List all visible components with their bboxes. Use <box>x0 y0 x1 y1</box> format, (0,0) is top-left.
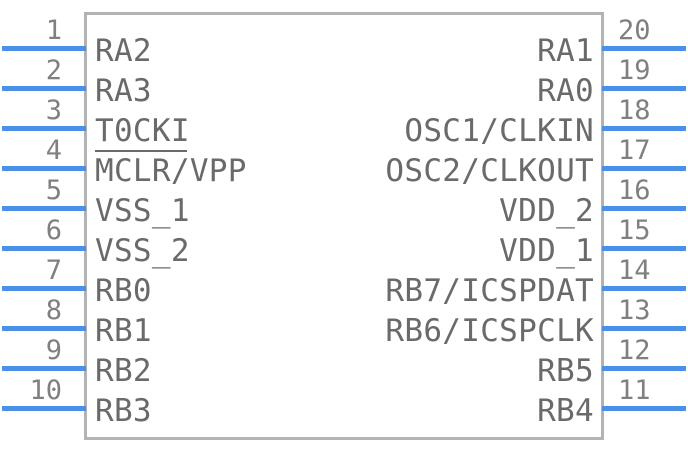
pin-line-8[interactable] <box>2 325 86 331</box>
pin-line-18[interactable] <box>602 125 686 131</box>
pin-label-ra1: RA1 <box>537 33 594 69</box>
pin-label-vss-2: VSS_2 <box>95 233 190 269</box>
pin-label-ra2: RA2 <box>95 33 152 69</box>
pin-line-5[interactable] <box>2 205 86 211</box>
pin-label-rb4: RB4 <box>537 393 594 429</box>
pin-number-12: 12 <box>618 335 651 366</box>
pin-line-11[interactable] <box>602 405 686 411</box>
pin-number-7: 7 <box>45 255 62 286</box>
pin-line-19[interactable] <box>602 85 686 91</box>
pin-label-rb3: RB3 <box>95 393 152 429</box>
pin-number-19: 19 <box>618 55 651 86</box>
pin-number-9: 9 <box>45 335 62 366</box>
pin-label-vdd-1: VDD_1 <box>499 233 594 269</box>
pin-label-t0cki: T0CKI <box>95 113 190 149</box>
pin-label-rb1: RB1 <box>95 313 152 349</box>
overbar-mclr <box>95 150 187 152</box>
pin-line-14[interactable] <box>602 285 686 291</box>
pin-line-3[interactable] <box>2 125 86 131</box>
component-body-outline <box>84 12 604 440</box>
pin-label-osc2-clkout: OSC2/CLKOUT <box>385 153 594 189</box>
pin-label-ra3: RA3 <box>95 73 152 109</box>
pin-label-rb0: RB0 <box>95 273 152 309</box>
pin-number-15: 15 <box>618 215 651 246</box>
pin-number-13: 13 <box>618 295 651 326</box>
pin-number-2: 2 <box>45 55 62 86</box>
pin-line-12[interactable] <box>602 365 686 371</box>
pin-number-18: 18 <box>618 95 651 126</box>
pin-line-7[interactable] <box>2 285 86 291</box>
pin-line-17[interactable] <box>602 165 686 171</box>
pin-line-16[interactable] <box>602 205 686 211</box>
pin-number-3: 3 <box>45 95 62 126</box>
pin-label-rb6-icspclk: RB6/ICSPCLK <box>385 313 594 349</box>
pin-number-5: 5 <box>45 175 62 206</box>
pin-line-9[interactable] <box>2 365 86 371</box>
pin-label-rb7-icspdat: RB7/ICSPDAT <box>385 273 594 309</box>
pin-number-11: 11 <box>618 375 651 406</box>
pin-line-1[interactable] <box>2 45 86 51</box>
pin-line-15[interactable] <box>602 245 686 251</box>
pin-number-20: 20 <box>618 15 651 46</box>
pin-label-osc1-clkin: OSC1/CLKIN <box>404 113 594 149</box>
pin-line-4[interactable] <box>2 165 86 171</box>
pin-number-4: 4 <box>45 135 62 166</box>
pin-label-rb5: RB5 <box>537 353 594 389</box>
pin-number-10: 10 <box>29 375 62 406</box>
pin-label-ra0: RA0 <box>537 73 594 109</box>
pin-number-1: 1 <box>45 15 62 46</box>
pin-number-17: 17 <box>618 135 651 166</box>
pin-number-16: 16 <box>618 175 651 206</box>
pin-line-20[interactable] <box>602 45 686 51</box>
pin-label-vss-1: VSS_1 <box>95 193 190 229</box>
pin-label-mclr-vpp: MCLR/VPP <box>95 153 247 189</box>
pin-number-8: 8 <box>45 295 62 326</box>
pin-label-vdd-2: VDD_2 <box>499 193 594 229</box>
pin-line-2[interactable] <box>2 85 86 91</box>
pin-line-13[interactable] <box>602 325 686 331</box>
pin-line-6[interactable] <box>2 245 86 251</box>
pin-label-rb2: RB2 <box>95 353 152 389</box>
pin-number-6: 6 <box>45 215 62 246</box>
pin-line-10[interactable] <box>2 405 86 411</box>
pin-number-14: 14 <box>618 255 651 286</box>
